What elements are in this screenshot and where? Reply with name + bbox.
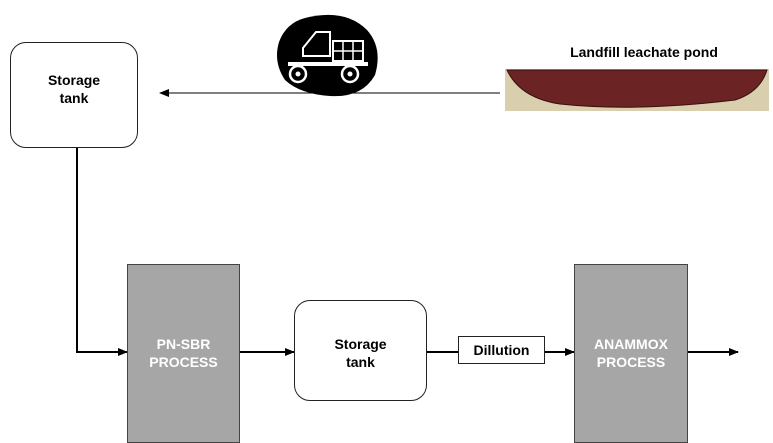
leachate-pond-graphic: [505, 69, 769, 111]
anammox-line2: PROCESS: [596, 354, 666, 370]
anammox-line1: ANAMMOX: [594, 336, 668, 352]
storage-tank-middle-line2: tank: [346, 354, 375, 370]
dump-truck-icon: [277, 14, 378, 97]
storage-tank-middle: [294, 300, 427, 401]
storage-tank-top-line1: Storage: [47, 72, 101, 88]
pn-sbr-label: PN-SBR PROCESS: [127, 333, 240, 373]
anammox-process-block: [574, 264, 688, 443]
storage-tank-top-line2: tank: [59, 90, 89, 106]
pn-sbr-line1: PN-SBR: [156, 336, 211, 352]
anammox-label: ANAMMOX PROCESS: [574, 333, 688, 373]
storage-tank-middle-label: Storage tank: [294, 332, 427, 374]
dilution-box: [458, 336, 545, 364]
pond-label: Landfill leachate pond: [570, 44, 718, 60]
pn-sbr-line2: PROCESS: [149, 354, 218, 370]
storage-tank-top: [10, 42, 138, 148]
storage-tank-top-label: Storage tank: [10, 68, 138, 110]
dilution-label: Dillution: [473, 342, 530, 358]
storage-tank-middle-line1: Storage: [334, 336, 387, 352]
arrow-storage-to-pnsbr: [76, 148, 128, 356]
pond-liquid: [506, 69, 768, 108]
